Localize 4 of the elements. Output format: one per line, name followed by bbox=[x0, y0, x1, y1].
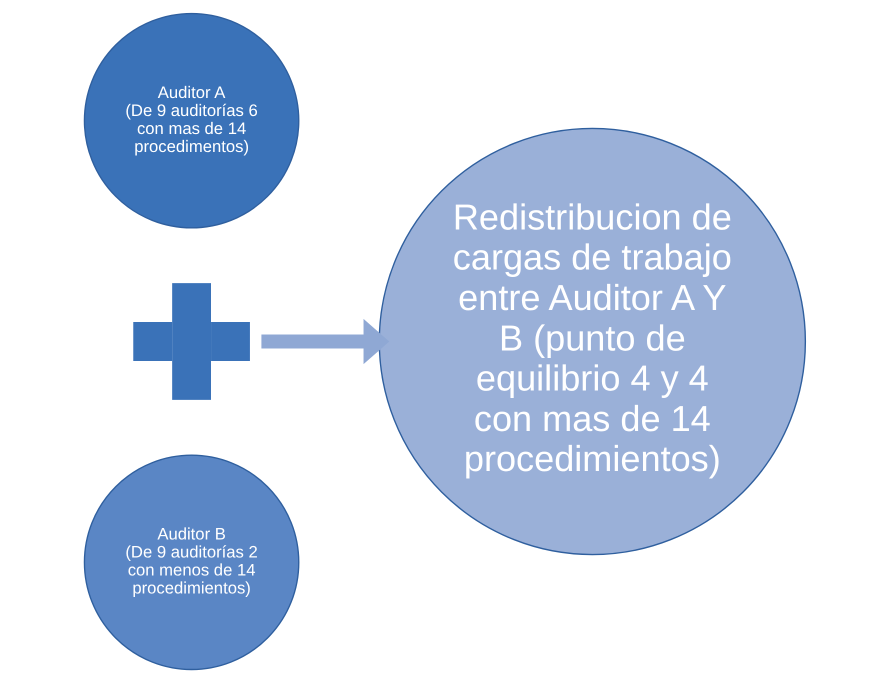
node-circle: Auditor A (De 9 auditorías 6 con mas de 14 procedimentos) bbox=[83, 12, 299, 229]
node-circle: Auditor B (De 9 auditorías 2 con menos de 14 procedimientos) bbox=[83, 454, 299, 670]
arrow bbox=[260, 318, 389, 364]
node-circle: Redistribucion de cargas de trabajo entre Auditor A Y B (punto de equilibrio 4 y 4 con mas de 14 procedimientos) bbox=[378, 128, 806, 556]
